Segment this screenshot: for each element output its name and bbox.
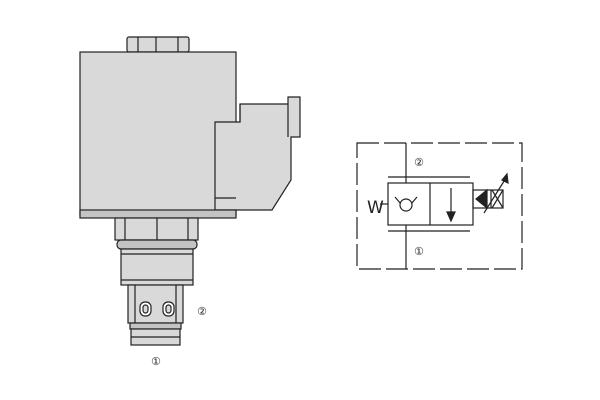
actuator-coil: [491, 189, 504, 209]
symbol-housing-outline: [356, 142, 523, 270]
variable-arrow-head: [501, 172, 509, 185]
seal-ring: [116, 239, 198, 250]
top-nut: [126, 36, 190, 53]
spring-symbol: W: [367, 198, 384, 218]
actuator-triangle: [475, 188, 488, 210]
port-hole: [142, 304, 149, 314]
coil-base: [79, 209, 237, 219]
valve-side-port-label: ②: [197, 305, 207, 318]
valve-bottom-port-label: ①: [151, 355, 161, 368]
flow-arrow-head: [446, 211, 456, 223]
symbol-bottom-port-label: ①: [414, 245, 424, 258]
coil-body: [79, 51, 237, 217]
bottom-groove: [129, 322, 182, 330]
cartridge-body: [127, 284, 184, 324]
port-hole: [165, 304, 172, 314]
hydraulic-symbol: [356, 142, 523, 270]
check-valve-ball: [399, 198, 413, 212]
threaded-body: [120, 248, 194, 286]
connector-plug: [214, 96, 301, 211]
solenoid-valve-drawing: [79, 36, 301, 346]
variable-arrow-shaft: [483, 177, 507, 214]
symbol-top-port-label: ②: [414, 156, 424, 169]
solenoid-actuator: [472, 189, 504, 209]
